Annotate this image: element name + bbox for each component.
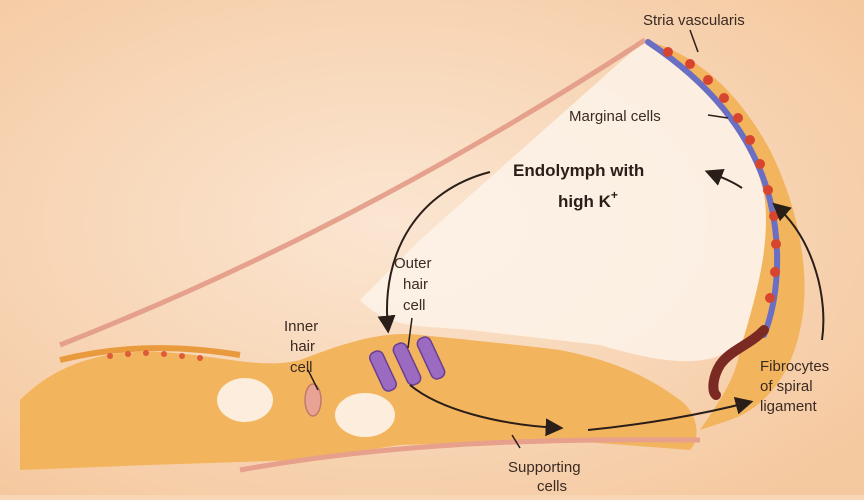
label-fibrocytes-1: Fibrocytes [760, 358, 829, 375]
tunnel-of-corti [335, 393, 395, 437]
label-outer-hair-cell-3: cell [403, 297, 426, 314]
label-supporting-cells-1: Supporting [508, 459, 581, 476]
label-fibrocytes-2: of spiral [760, 378, 813, 395]
label-fibrocytes-3: ligament [760, 398, 818, 415]
label-inner-hair-cell-2: hair [290, 338, 315, 355]
label-marginal-cells: Marginal cells [569, 108, 661, 125]
label-stria-vascularis: Stria vascularis [643, 12, 745, 29]
label-inner-hair-cell-3: cell [290, 359, 313, 376]
label-inner-hair-cell-1: Inner [284, 318, 318, 335]
label-supporting-cells-2: cells [537, 478, 567, 495]
endolymph-title-line2: high K+ [558, 188, 618, 211]
inner-tunnel [217, 378, 273, 422]
label-outer-hair-cell-2: hair [403, 276, 428, 293]
endolymph-title-line1: Endolymph with [513, 161, 644, 180]
label-outer-hair-cell-1: Outer [394, 255, 432, 272]
inner-hair-cell [305, 384, 321, 416]
